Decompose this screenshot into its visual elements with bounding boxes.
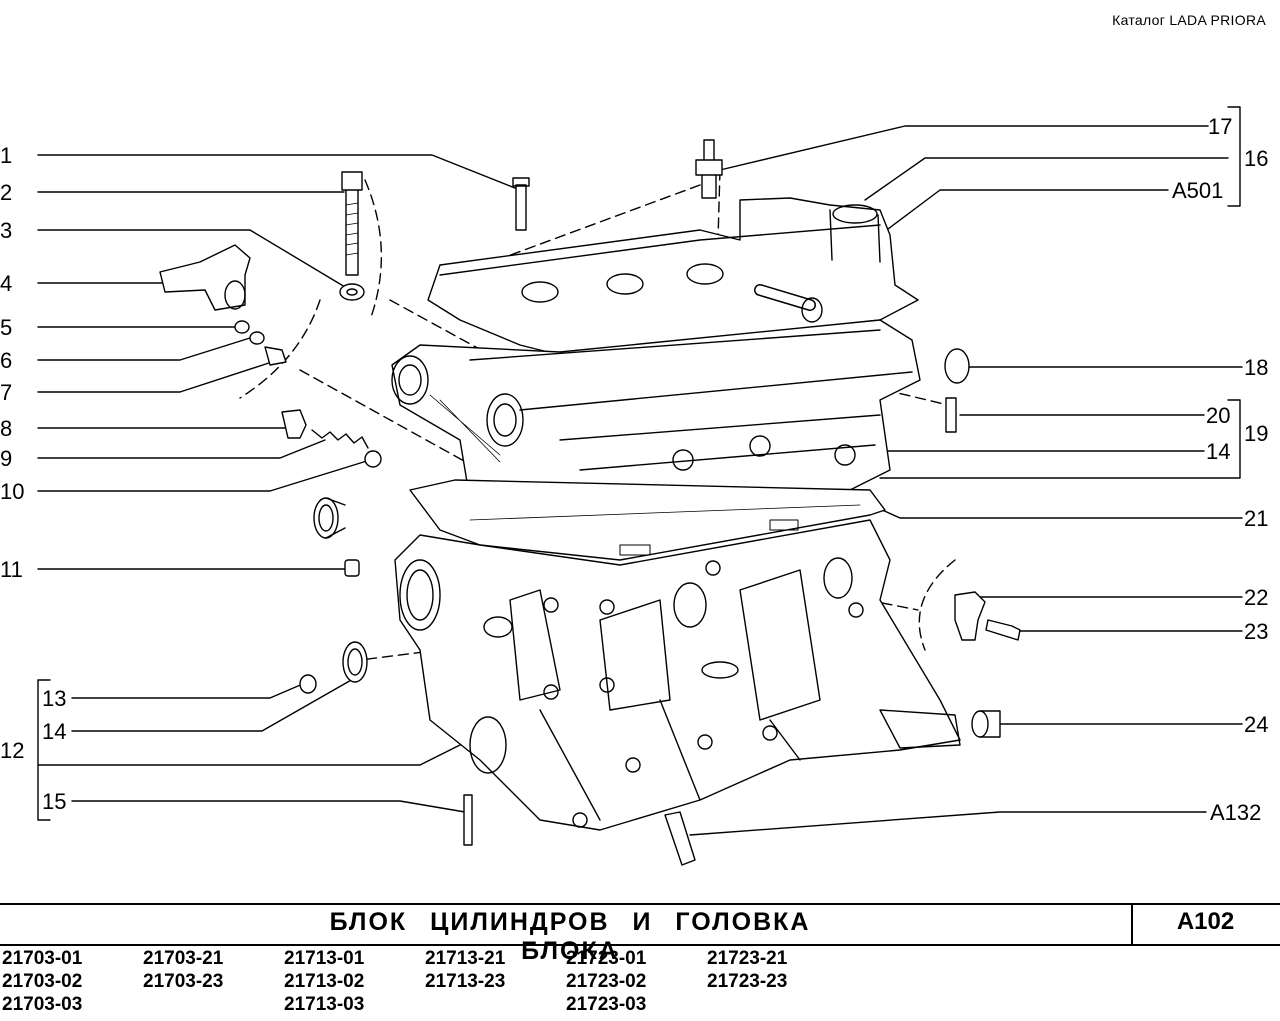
- cylinder-block: [394, 519, 961, 831]
- part-7-bolt: [264, 346, 287, 366]
- valve-cover: [427, 197, 919, 356]
- model-code: 21703-03: [2, 994, 83, 1015]
- exploded-engine-diagram: 1 2 3 4 5 6 7 8 9 10 11 12 13 14 15 16 1…: [0, 106, 1268, 866]
- part-23-bolt: [985, 619, 1021, 641]
- callout-7: 7: [0, 380, 12, 405]
- callout-13: 13: [42, 686, 66, 711]
- callout-a132: A132: [1210, 800, 1261, 825]
- leader-13: [71, 682, 306, 699]
- part-24-sleeve: [971, 710, 989, 738]
- model-code: 21703-01: [2, 948, 83, 969]
- bracket-19: [879, 399, 1241, 479]
- leader-1: [37, 154, 521, 191]
- callout-24: 24: [1244, 712, 1268, 737]
- leader-12: [37, 739, 471, 766]
- model-code: [707, 994, 848, 1017]
- catalog-header: Каталог LADA PRIORA: [1112, 12, 1266, 28]
- footer-code-rule: [1131, 944, 1280, 946]
- part-5-ring: [234, 320, 250, 334]
- model-code: 21713-03: [284, 994, 365, 1015]
- part-8-cap: [281, 409, 307, 439]
- section-code: A102: [1176, 908, 1235, 935]
- model-code: 21713-23: [425, 971, 506, 992]
- part-17-stud: [695, 139, 723, 199]
- leader-9: [37, 439, 326, 459]
- callout-8: 8: [0, 416, 12, 441]
- leader-a501: [859, 189, 1169, 251]
- part-14-seal-lower: [342, 641, 368, 683]
- part-9-spring: [311, 429, 369, 449]
- leader-14a: [71, 674, 361, 732]
- leader-21: [859, 499, 1243, 519]
- callout-17: 17: [1208, 114, 1232, 139]
- model-code: [143, 994, 284, 1017]
- model-code: 21723-03: [566, 994, 647, 1015]
- model-code: 21703-23: [143, 971, 224, 992]
- callout-3: 3: [0, 218, 12, 243]
- model-code: 21723-01: [566, 948, 647, 969]
- callout-15: 15: [42, 789, 66, 814]
- callout-11: 11: [0, 557, 23, 582]
- part-22-sensor: [954, 591, 986, 641]
- leader-3: [37, 229, 351, 291]
- leader-16: [864, 157, 1229, 201]
- footer-mid-rule: [0, 944, 1131, 946]
- callout-14-lower: 14: [42, 719, 66, 744]
- part-11-sleeve: [344, 559, 360, 577]
- callout-23: 23: [1244, 619, 1268, 644]
- part-3-washer: [339, 283, 365, 301]
- part-10-ball: [364, 450, 382, 468]
- model-code: 21723-21: [707, 948, 788, 969]
- leader-17: [719, 125, 1209, 171]
- footer-divider: [1131, 905, 1133, 945]
- callout-19: 19: [1244, 421, 1268, 446]
- callout-6: 6: [0, 348, 12, 373]
- bracket-12: [37, 679, 51, 821]
- part-18-plug: [944, 348, 970, 384]
- part-4-sensor: [159, 244, 251, 311]
- model-code: 21713-01: [284, 948, 365, 969]
- callout-18: 18: [1244, 355, 1268, 380]
- model-code: 21723-02: [566, 971, 647, 992]
- callout-20: 20: [1206, 403, 1230, 428]
- callout-a501: A501: [1172, 178, 1223, 203]
- part-13-plug: [299, 674, 317, 694]
- callout-2: 2: [0, 180, 12, 205]
- model-code: [425, 994, 566, 1017]
- part-14-seal: [313, 497, 339, 539]
- part-6-washer: [249, 331, 265, 345]
- model-code: 21713-21: [425, 948, 506, 969]
- callout-5: 5: [0, 315, 12, 340]
- callout-12: 12: [0, 738, 24, 763]
- bracket-16: [1227, 106, 1241, 207]
- page-title: БЛОК ЦИЛИНДРОВ И ГОЛОВКА БЛОКА: [329, 908, 811, 965]
- part-1-bolt: [512, 177, 530, 231]
- leader-6: [37, 337, 251, 361]
- model-code: 21703-02: [2, 971, 83, 992]
- cylinder-head: [391, 319, 921, 511]
- part-a132-pin: [664, 811, 696, 866]
- model-code: 21713-02: [284, 971, 365, 992]
- model-code: 21723-23: [707, 971, 788, 992]
- part-20-bolt: [945, 397, 957, 433]
- leader-a132: [689, 811, 1207, 836]
- callout-22: 22: [1244, 585, 1268, 610]
- model-code: 21703-21: [143, 948, 224, 969]
- callout-1: 1: [0, 143, 12, 168]
- callout-21: 21: [1244, 506, 1268, 531]
- head-gasket: [409, 479, 886, 561]
- callout-10: 10: [0, 479, 24, 504]
- leader-7: [37, 361, 273, 393]
- footer-top-rule: [0, 903, 1280, 905]
- leader-10: [37, 459, 371, 492]
- callout-4: 4: [0, 271, 12, 296]
- part-2-bolt: [341, 171, 363, 276]
- callout-9: 9: [0, 446, 12, 471]
- part-15-bolt: [463, 794, 473, 846]
- callout-16: 16: [1244, 146, 1268, 171]
- callout-14-upper: 14: [1206, 439, 1230, 464]
- model-list: 21703-01 21703-21 21713-01 21713-21 2172…: [2, 948, 848, 1017]
- leader-15: [71, 800, 466, 813]
